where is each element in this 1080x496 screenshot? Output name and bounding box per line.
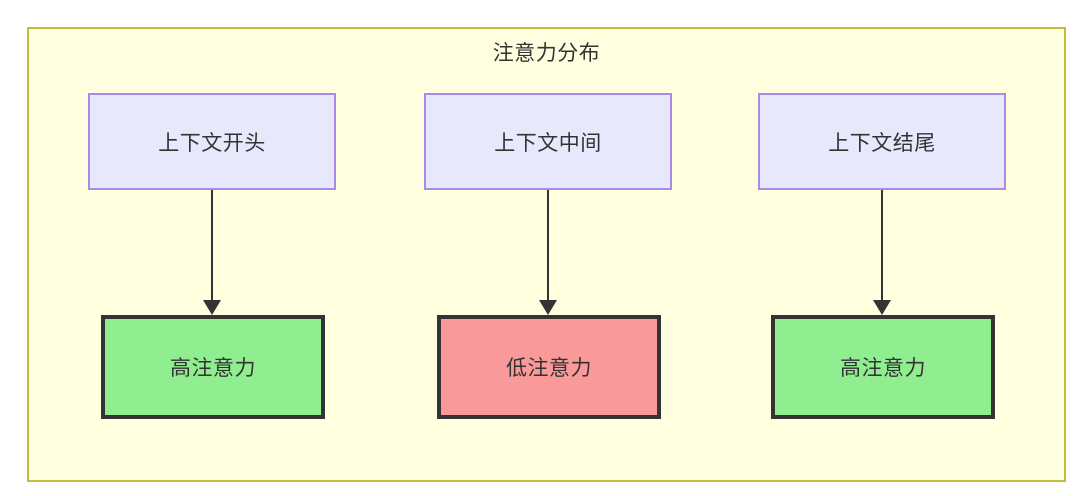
- node-context-end[interactable]: 上下文结尾: [758, 93, 1006, 190]
- node-context-middle[interactable]: 上下文中间: [424, 93, 672, 190]
- node-attention-high-end-label: 高注意力: [840, 357, 926, 380]
- node-attention-high-start-label: 高注意力: [170, 357, 256, 380]
- diagram-title: 注意力分布: [492, 42, 601, 65]
- node-context-start-label: 上下文开头: [158, 131, 266, 155]
- node-attention-high-start[interactable]: 高注意力: [101, 315, 325, 419]
- node-attention-high-end[interactable]: 高注意力: [771, 315, 995, 419]
- node-context-middle-label: 上下文中间: [494, 131, 602, 155]
- node-context-end-label: 上下文结尾: [828, 131, 936, 155]
- node-attention-low-middle-label: 低注意力: [506, 357, 592, 380]
- node-context-start[interactable]: 上下文开头: [88, 93, 336, 190]
- node-attention-low-middle[interactable]: 低注意力: [437, 315, 661, 419]
